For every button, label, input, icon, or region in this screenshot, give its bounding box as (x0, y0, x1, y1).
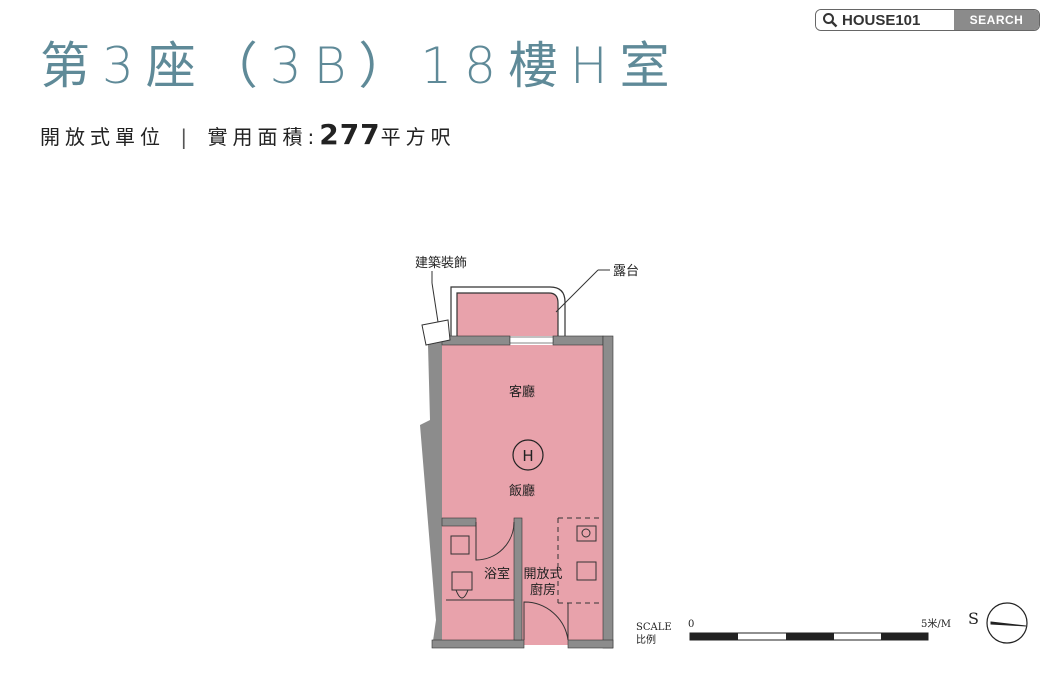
window-top (509, 336, 554, 344)
scale-label-en: SCALE (636, 622, 672, 633)
compass-direction: S (968, 609, 979, 628)
balcony-railing (450, 286, 566, 336)
unit-marker (512, 439, 544, 471)
leader-balcony-2 (555, 269, 599, 313)
wall-right (602, 335, 614, 649)
kitchen-counter (557, 517, 603, 604)
callout-balcony: 露台 (613, 264, 639, 279)
search-button[interactable]: SEARCH (954, 10, 1039, 30)
unit-type: 開放式單位 (40, 125, 165, 149)
wall-bottom-left (431, 639, 525, 649)
search-icon (823, 13, 838, 28)
area-unit: 平方呎 (380, 125, 456, 149)
toilet (451, 571, 473, 599)
scale-start: 0 (688, 619, 694, 630)
leader-architectural-feature-2 (431, 282, 439, 323)
room-living-dining (442, 345, 603, 645)
unit-summary: 開放式單位 | 實用面積:277平方呎 (40, 118, 456, 151)
room-label-kitchen-line1: 開放式 (523, 567, 562, 582)
search-input[interactable]: HOUSE101 (816, 10, 954, 30)
wall-top-right (552, 335, 604, 346)
search-bar: HOUSE101 SEARCH (815, 9, 1040, 31)
exterior-wall-left (420, 342, 442, 648)
scale-end: 5米/M (921, 617, 951, 630)
callout-architectural-feature: 建築裝飾 (415, 256, 467, 271)
room-label-bathroom: 浴室 (484, 566, 510, 582)
kitchen-burner-icon (581, 528, 591, 538)
area-value: 277 (319, 118, 381, 151)
compass-needle (990, 621, 1027, 627)
unit-marker-label: H (522, 447, 533, 465)
room-label-dining: 飯廳 (509, 483, 535, 499)
room-label-kitchen-line2: 廚房 (530, 582, 556, 598)
compass-icon (986, 602, 1028, 644)
wall-bathroom-top (441, 517, 477, 527)
bathroom-sink (450, 535, 470, 555)
architectural-feature (421, 319, 451, 346)
wall-bottom-right (567, 639, 614, 649)
scale-bar (689, 632, 929, 641)
kitchen-sink (576, 561, 597, 581)
balcony-railing-inner (456, 292, 559, 336)
room-label-living: 客廳 (509, 384, 535, 400)
room-balcony (457, 293, 558, 336)
wall-top-left (441, 335, 511, 346)
kitchen-hob (576, 525, 597, 542)
page-title: 第3座（3B）18樓H室 (40, 37, 682, 95)
subtitle-separator: | (180, 125, 193, 149)
search-value: HOUSE101 (842, 11, 921, 29)
bathroom-door (475, 521, 515, 561)
wall-bathroom-right (513, 517, 523, 641)
area-label: 實用面積: (207, 125, 320, 149)
scale-label-zh: 比例 (636, 633, 656, 646)
entrance-door (523, 601, 569, 641)
